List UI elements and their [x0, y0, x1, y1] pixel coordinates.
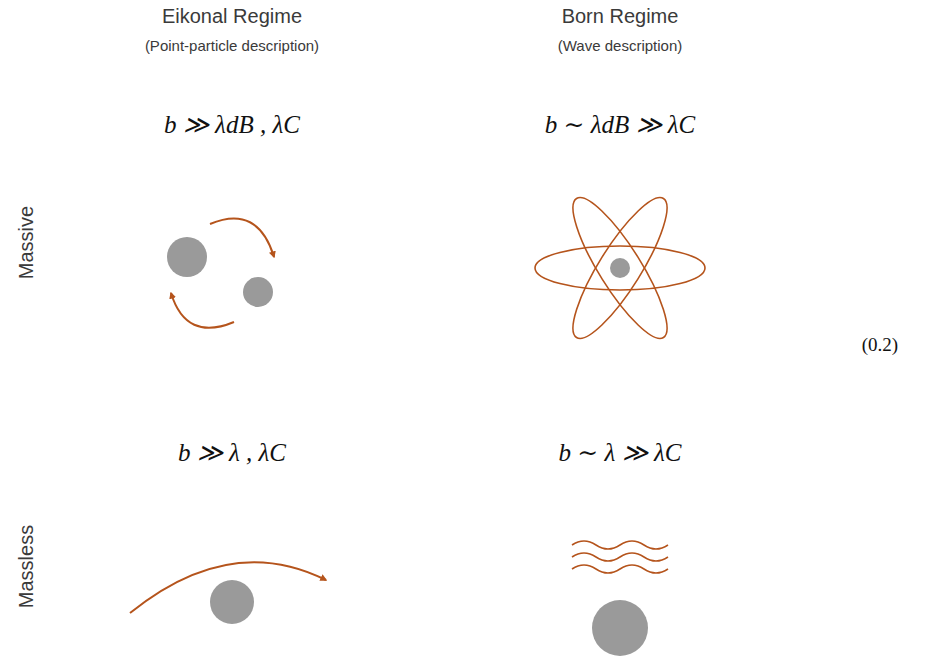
- row-heading: Massive: [16, 205, 39, 278]
- wave-line: [572, 565, 668, 573]
- column-subheading: (Wave description): [558, 37, 682, 54]
- scatterer-body: [592, 600, 648, 656]
- light-body: [243, 277, 273, 307]
- column-subheading: (Point-particle description): [145, 37, 319, 54]
- wave-line: [572, 553, 668, 561]
- column-heading: Born Regime: [562, 5, 679, 28]
- orbital: [559, 187, 682, 348]
- orbit-arrow: [210, 219, 274, 257]
- orbital: [559, 187, 682, 348]
- wave-line: [572, 541, 668, 549]
- row-heading: Massless: [16, 524, 39, 607]
- orbital: [535, 246, 705, 290]
- light-ray: [130, 562, 326, 613]
- regime-condition: b ∼ λdB ≫ λC: [545, 110, 696, 139]
- deflector-body: [210, 580, 254, 624]
- regime-condition: b ≫ λdB , λC: [164, 110, 300, 139]
- regime-condition: b ≫ λ , λC: [178, 438, 286, 467]
- atom-symbol: [535, 187, 705, 348]
- regime-condition: b ∼ λ ≫ λC: [559, 438, 682, 467]
- column-heading: Eikonal Regime: [162, 5, 302, 28]
- orbit-arrow: [171, 293, 234, 328]
- equation-number: (0.2): [862, 334, 898, 356]
- nucleus: [610, 258, 630, 278]
- heavy-body: [167, 237, 207, 277]
